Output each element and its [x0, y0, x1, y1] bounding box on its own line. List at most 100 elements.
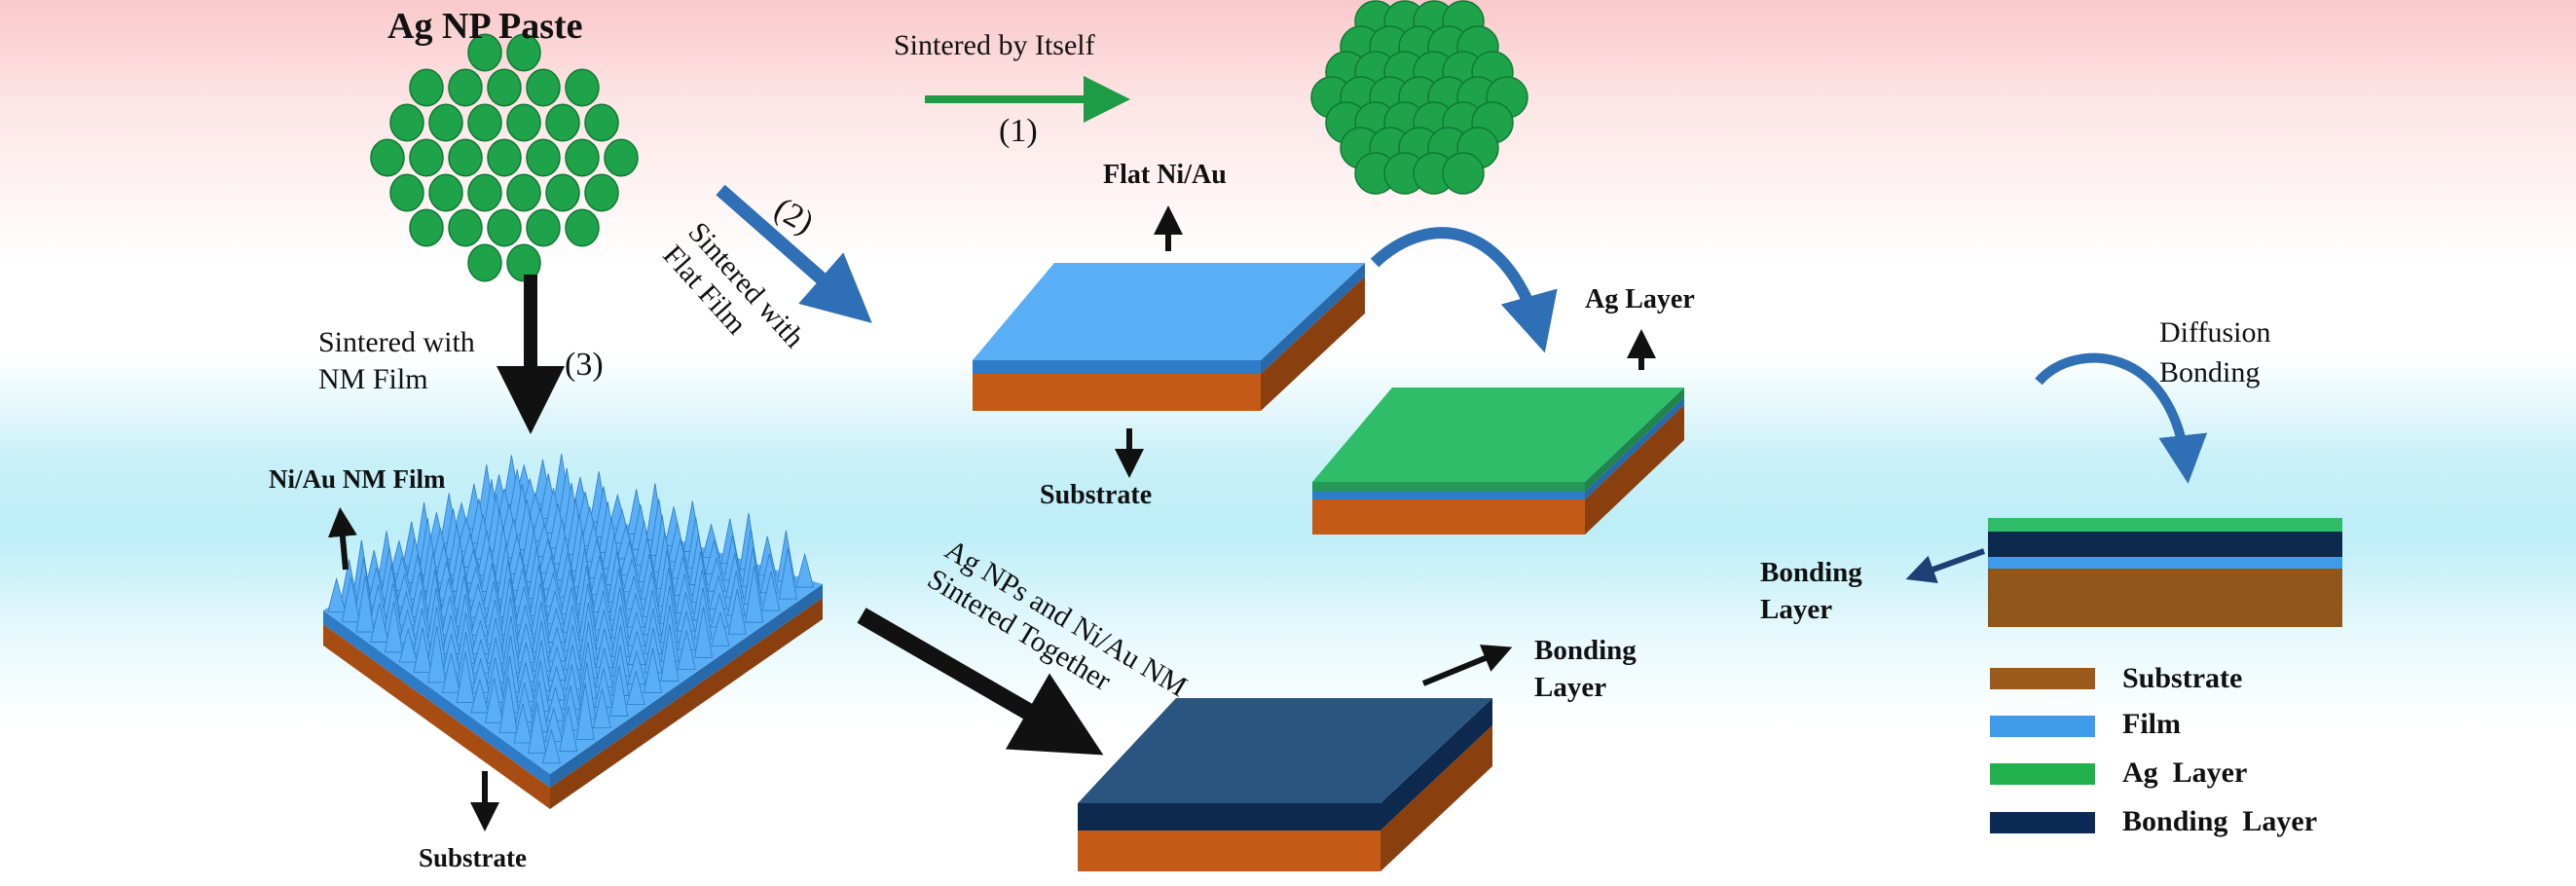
flat-film-slab-front-face [973, 360, 1261, 374]
substrate-label-bottom: Substrate [419, 843, 528, 872]
bonding-slab-side-face [1380, 725, 1492, 871]
nm-spike [727, 589, 747, 635]
np-particle [506, 103, 541, 142]
nm-spike [778, 548, 797, 600]
np-particle [448, 208, 483, 247]
np-particle [409, 138, 444, 177]
nm-spike [385, 601, 404, 653]
nm-spike [694, 607, 714, 658]
nm-spike [341, 576, 360, 623]
ag-layer-slab-side-face [1585, 397, 1684, 499]
arrow-sinter-together [857, 608, 1104, 756]
stack-substrate-layer [1988, 569, 2342, 627]
nm-spike [427, 625, 447, 683]
np-particle [409, 68, 444, 107]
np-particle [565, 208, 600, 247]
np-particle [487, 68, 522, 107]
nm-spike [644, 647, 662, 693]
flat-film-slab-top-face [973, 263, 1365, 360]
ag-layer-slab-front-face [1312, 482, 1585, 492]
np-particle [389, 173, 424, 212]
ag-layer-slab-side-face [1585, 405, 1684, 535]
nm-film-slab-front-face [323, 610, 550, 788]
legend-label-film: Film [2122, 708, 2181, 740]
legend-label-bonding-layer: Bonding Layer [2122, 805, 2318, 837]
nm-spike [370, 603, 389, 643]
ag-layer-slab-side-face [1585, 388, 1684, 492]
ag-np-paste-title: Ag NP Paste [387, 6, 583, 47]
np-particle [389, 103, 424, 142]
np-particle [584, 103, 619, 142]
sintered-particles-cluster [1310, 0, 1528, 195]
np-particle [565, 68, 600, 107]
flat-film-slab-side-face [1261, 277, 1365, 411]
arrow-bonding-layer-right [1905, 548, 1986, 583]
arrow-nm-film [327, 507, 357, 571]
bonding-layer-mid-line-2: Layer [1534, 671, 1607, 703]
np-particle [545, 173, 580, 212]
np-particle [565, 138, 600, 177]
sintered-by-itself-label: Sintered by Itself [894, 29, 1095, 61]
bonding-slab-front-face [1078, 831, 1380, 871]
nm-spike [575, 683, 595, 741]
np-particle [545, 103, 580, 142]
np-particle [448, 68, 483, 107]
curved-arrow-diffusion [2035, 352, 2208, 484]
nm-spike [470, 678, 490, 714]
ag-layer-label: Ag Layer [1585, 284, 1695, 314]
np-particle [409, 208, 444, 247]
nm-film-slab-side-face [550, 584, 823, 788]
legend-label-ag-layer: Ag Layer [2122, 757, 2248, 789]
diffusion-bonding-line-2: Bonding [2159, 355, 2261, 388]
curved-arrow-ag-layer [1370, 227, 1558, 353]
step-1-label: (1) [999, 113, 1038, 149]
sintered-particle [1442, 152, 1485, 195]
bonding-slab-front-face [1078, 803, 1380, 831]
np-particle [448, 138, 483, 177]
flat-film-slab-side-face [1261, 263, 1365, 374]
nm-spike [485, 678, 504, 723]
ni-au-nm-film-label: Ni/Au NM Film [269, 464, 446, 494]
nm-spike [398, 627, 418, 663]
nm-spike [498, 676, 518, 734]
legend-swatches [1990, 668, 2095, 833]
nm-spike [660, 624, 680, 682]
diffusion-bonding-line-1: Diffusion [2159, 316, 2271, 349]
stack-film-layer [1988, 557, 2342, 569]
bonding-slab-top-face [1078, 698, 1492, 803]
substrate-label-top: Substrate [1040, 480, 1153, 510]
ag-layer-slab-front-face [1312, 492, 1585, 499]
bonding-layer-mid-line-1: Bonding [1534, 635, 1637, 666]
nm-spike [456, 651, 475, 703]
nm-spike [609, 665, 629, 717]
nm-film-slab-front-face [323, 624, 550, 809]
nm-spike [626, 669, 645, 705]
ag-layer-slab-front-face [1312, 499, 1585, 535]
ag-np-paste-particles [370, 33, 639, 282]
arrow-path-2 [716, 184, 872, 323]
ag-layer-slab-top-face [1312, 388, 1684, 482]
nm-spike [355, 575, 375, 633]
arrow-bonding-layer-mid [1421, 645, 1513, 686]
nm-spike [413, 627, 432, 673]
np-particle [584, 173, 619, 212]
nm-film-spikes [327, 453, 815, 764]
legend-swatch [1990, 763, 2095, 785]
nm-spike [677, 630, 696, 670]
np-particle [526, 138, 561, 177]
np-particle [467, 173, 502, 212]
nm-spike [327, 576, 347, 612]
np-particle [604, 138, 639, 177]
np-particle [487, 138, 522, 177]
nm-spike [711, 610, 730, 646]
stack-ag-layer [1988, 518, 2342, 532]
np-particle [467, 103, 502, 142]
bonding-layer-label-mid: Bonding Layer [1534, 633, 1637, 706]
nm-film-slab-side-face [550, 598, 823, 809]
nm-spike [559, 706, 578, 753]
legend-swatch [1990, 716, 2095, 737]
np-particle [487, 208, 522, 247]
legend-swatch [1990, 812, 2095, 833]
